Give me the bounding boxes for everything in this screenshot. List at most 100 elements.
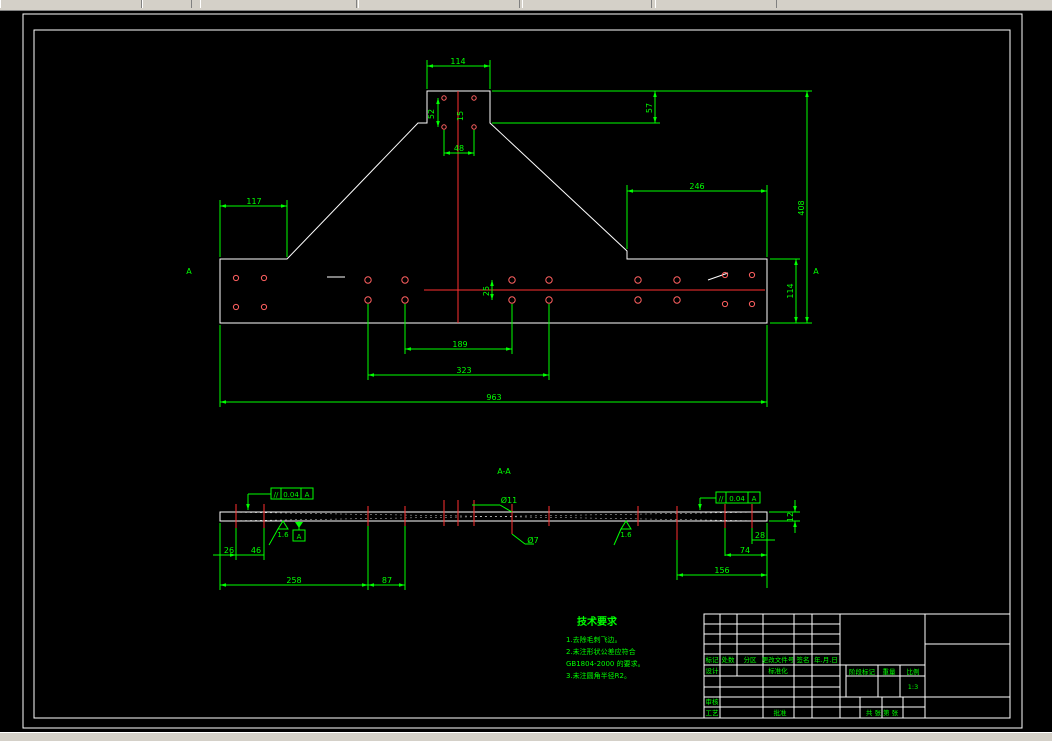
tol-right-datum: A (752, 495, 757, 503)
tb-mark: 标记 (706, 655, 720, 664)
hole (721, 271, 729, 279)
dim-28: 28 (755, 531, 765, 540)
hole (364, 276, 372, 284)
datum-triangle (295, 522, 303, 528)
dim-hole-dia-2: Ø7 (527, 535, 538, 545)
tol-left-value: 0.04 (283, 491, 299, 499)
tb-sheets: 共 张 第 张 (866, 708, 899, 717)
note-line-3: GB1804-2000 的要求。 (566, 659, 645, 668)
hole (260, 274, 268, 282)
section-title: A-A (497, 467, 511, 476)
section-mark-right: A (813, 267, 819, 276)
hole (364, 296, 372, 304)
hole (673, 296, 681, 304)
dim-right-step: 246 (689, 182, 704, 191)
dim-small-v2: 15 (456, 111, 465, 121)
centerline-dash-right (707, 272, 729, 281)
hole (508, 296, 516, 304)
dim-left-step: 117 (246, 197, 261, 206)
hole (260, 303, 268, 311)
hole (232, 274, 240, 282)
tol-left-symbol: // (274, 491, 279, 499)
section-hatch (219, 511, 768, 522)
tb-standardize: 标准化 (768, 666, 788, 675)
note-line-2: 2.未注形状公差应符合 (566, 647, 636, 656)
technical-notes: 技术要求 1.去除毛刺飞边。 2.未注形状公差应符合 GB1804-2000 的… (566, 615, 645, 680)
tb-sign: 签名 (797, 655, 810, 664)
dim-258: 258 (286, 576, 301, 585)
dim-87: 87 (382, 576, 392, 585)
status-strip (0, 732, 1052, 741)
hole (673, 276, 681, 284)
hole (232, 303, 240, 311)
tb-weight: 重量 (883, 668, 897, 676)
datum-label: A (297, 533, 302, 541)
hole (401, 296, 409, 304)
tb-scale-label: 比例 (907, 667, 920, 676)
tb-approve: 批准 (774, 708, 788, 717)
tb-stage-mark: 阶段标记 (849, 667, 876, 676)
outer-sheet-border (22, 13, 1023, 729)
hole (721, 300, 729, 308)
tb-review: 审核 (706, 697, 720, 706)
tb-count: 处数 (722, 655, 736, 664)
hole (401, 276, 409, 284)
title-block (703, 613, 1011, 719)
hole (634, 276, 642, 284)
dim-overall: 963 (486, 393, 501, 402)
cad-toolbar-strip (0, 0, 1052, 11)
dim-small-v1: 52 (427, 109, 436, 119)
toolbar-field-5[interactable] (522, 0, 652, 8)
tb-design: 设计 (706, 666, 720, 675)
hole (545, 276, 553, 284)
section-mark-left: A (186, 267, 192, 276)
dim-323: 323 (456, 366, 471, 375)
notes-title: 技术要求 (577, 615, 618, 628)
drawing-canvas[interactable]: 114 48 52 15 57 408 117 246 114 25 189 3… (0, 10, 1052, 732)
hole (471, 124, 477, 130)
hole (471, 95, 477, 101)
dim-189: 189 (452, 340, 467, 349)
dim-top-width: 114 (450, 57, 465, 66)
tb-zone: 分区 (744, 655, 758, 664)
toolbar-field-3[interactable] (200, 0, 357, 8)
section-view: A-A (213, 467, 800, 590)
dim-156: 156 (714, 566, 729, 575)
tol-right-symbol: // (719, 495, 724, 503)
inner-sheet-border (33, 29, 1011, 719)
toolbar-field-6[interactable] (655, 0, 777, 8)
toolbar-field-1[interactable] (0, 0, 142, 8)
plan-view: 114 48 52 15 57 408 117 246 114 25 189 3… (186, 57, 819, 407)
dim-center-holes-gap: 48 (454, 144, 464, 153)
tb-change-doc: 更改文件号 (762, 655, 795, 664)
dim-26: 26 (224, 546, 234, 555)
plate-outline (219, 90, 768, 324)
hole (545, 296, 553, 304)
hole (748, 271, 756, 279)
hole (441, 124, 447, 130)
dim-46: 46 (251, 546, 261, 555)
tb-scale-value: 1:3 (908, 683, 918, 691)
tb-process: 工艺 (706, 709, 720, 717)
dim-hole-pitch: 25 (482, 286, 491, 296)
roughness-right: 1.6 (620, 531, 632, 539)
hole (634, 296, 642, 304)
tb-date: 年.月.日 (814, 655, 838, 664)
note-line-1: 1.去除毛刺飞边。 (566, 635, 622, 644)
toolbar-field-2[interactable] (142, 0, 192, 8)
hole (441, 95, 447, 101)
dim-top-offset: 57 (645, 103, 654, 113)
dim-74: 74 (740, 546, 750, 555)
dim-height-total: 408 (797, 200, 806, 215)
tol-right-value: 0.04 (729, 495, 745, 503)
roughness-left: 1.6 (277, 531, 289, 539)
dim-thickness: 12 (786, 512, 795, 522)
note-line-4: 3.未注圆角半径R2。 (566, 671, 631, 680)
hole (508, 276, 516, 284)
section-plate (219, 511, 768, 522)
dim-hole-dia-1: Ø11 (501, 495, 517, 505)
tol-left-datum: A (305, 491, 310, 499)
toolbar-field-4[interactable] (358, 0, 520, 8)
dim-bar-height: 114 (786, 283, 795, 298)
hole (748, 300, 756, 308)
